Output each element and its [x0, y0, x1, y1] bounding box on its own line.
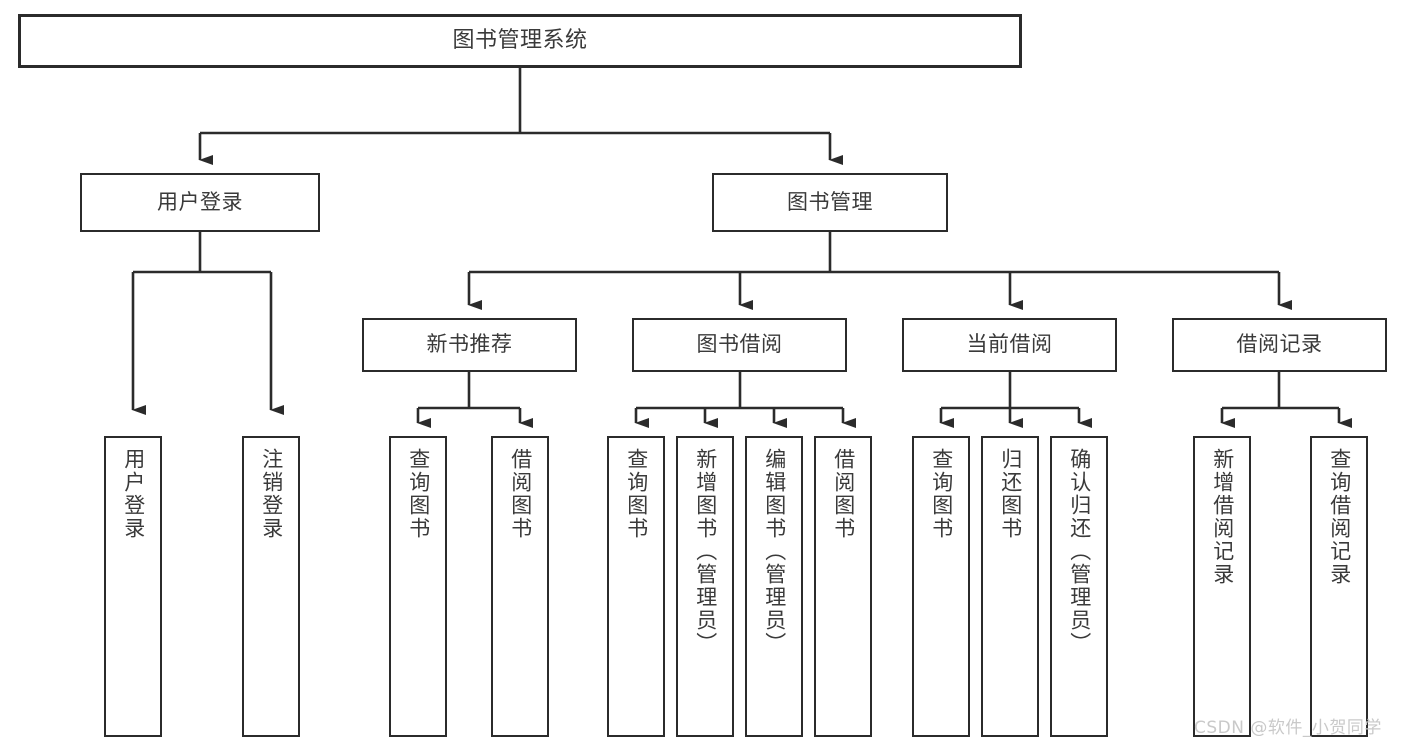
watermark-text: CSDN @软件_小贺同学 [1194, 718, 1382, 738]
leaf-borrow-book-new[interactable]: 借阅图书 [491, 436, 549, 737]
leaf-return-book[interactable]: 归还图书 [981, 436, 1039, 737]
node-label: 新书推荐 [426, 332, 513, 357]
leaf-confirm-return-admin[interactable]: 确认归还（管理员） [1050, 436, 1108, 737]
node-label: 查询图书 [929, 448, 954, 540]
leaf-query-book-new[interactable]: 查询图书 [389, 436, 447, 737]
node-label: 图书管理 [787, 189, 873, 214]
node-current-borrow[interactable]: 当前借阅 [902, 318, 1117, 372]
leaf-edit-book-admin[interactable]: 编辑图书（管理员） [745, 436, 803, 737]
node-book-management[interactable]: 图书管理 [712, 173, 948, 232]
leaf-query-book-current[interactable]: 查询图书 [912, 436, 970, 737]
node-book-borrow[interactable]: 图书借阅 [632, 318, 847, 372]
node-label: 用户登录 [157, 189, 243, 214]
leaf-borrow-book[interactable]: 借阅图书 [814, 436, 872, 737]
node-label: 新增借阅记录 [1210, 448, 1235, 586]
node-label: 图书借阅 [696, 332, 783, 357]
node-label: 查询图书 [624, 448, 649, 540]
node-label: 编辑图书（管理员） [762, 448, 787, 655]
node-label: 新增图书（管理员） [693, 448, 718, 655]
node-label: 借阅记录 [1236, 332, 1323, 357]
leaf-add-book-admin[interactable]: 新增图书（管理员） [676, 436, 734, 737]
node-user-login[interactable]: 用户登录 [80, 173, 320, 232]
leaf-add-borrow-record[interactable]: 新增借阅记录 [1193, 436, 1251, 737]
leaf-logout[interactable]: 注销登录 [242, 436, 300, 737]
node-label: 注销登录 [259, 448, 284, 540]
csdn-watermark: CSDN @软件_小贺同学 [1194, 713, 1382, 738]
node-label: 图书管理系统 [452, 27, 588, 53]
leaf-query-borrow-record[interactable]: 查询借阅记录 [1310, 436, 1368, 737]
node-label: 借阅图书 [508, 448, 533, 540]
node-label: 确认归还（管理员） [1067, 448, 1092, 655]
node-label: 归还图书 [998, 448, 1023, 540]
node-root-system[interactable]: 图书管理系统 [18, 14, 1022, 68]
node-label: 查询借阅记录 [1327, 448, 1352, 586]
node-label: 用户登录 [121, 448, 146, 540]
node-label: 借阅图书 [831, 448, 856, 540]
node-label: 查询图书 [406, 448, 431, 540]
node-label: 当前借阅 [966, 332, 1053, 357]
leaf-user-login[interactable]: 用户登录 [104, 436, 162, 737]
leaf-query-book-borrow[interactable]: 查询图书 [607, 436, 665, 737]
node-borrow-record[interactable]: 借阅记录 [1172, 318, 1387, 372]
node-new-book-recommend[interactable]: 新书推荐 [362, 318, 577, 372]
